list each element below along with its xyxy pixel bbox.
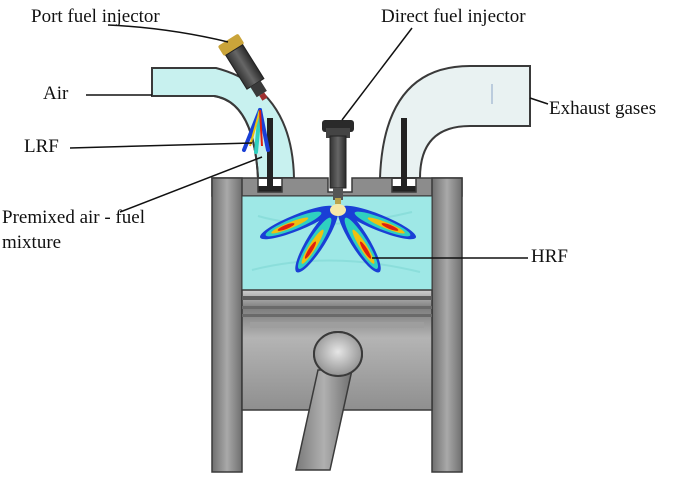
- label-hrf: HRF: [531, 246, 568, 267]
- cylinder-block: [211, 177, 463, 473]
- label-premixed-line-2: mixture: [2, 232, 62, 253]
- label-premixed-line-1: Premixed air - fuel: [2, 207, 145, 228]
- exhaust-valve: [392, 118, 416, 192]
- leader-lrf: [69, 142, 253, 149]
- direct-fuel-injector: [322, 120, 354, 204]
- leader-port-injector: [107, 24, 229, 43]
- label-port-fuel-injector: Port fuel injector: [31, 6, 160, 27]
- port-fuel-injector: [218, 34, 268, 101]
- intake-valve: [258, 118, 282, 192]
- leader-premixed: [119, 156, 263, 213]
- label-lrf: LRF: [24, 136, 59, 157]
- leader-direct-injector: [341, 27, 413, 121]
- leader-lines: [69, 24, 549, 259]
- label-exhaust-gases: Exhaust gases: [549, 98, 657, 119]
- leader-exhaust: [529, 97, 549, 105]
- label-air: Air: [43, 83, 69, 104]
- hrf-spray: [259, 204, 417, 273]
- label-direct-fuel-injector: Direct fuel injector: [381, 6, 526, 27]
- exhaust-port: [378, 65, 531, 179]
